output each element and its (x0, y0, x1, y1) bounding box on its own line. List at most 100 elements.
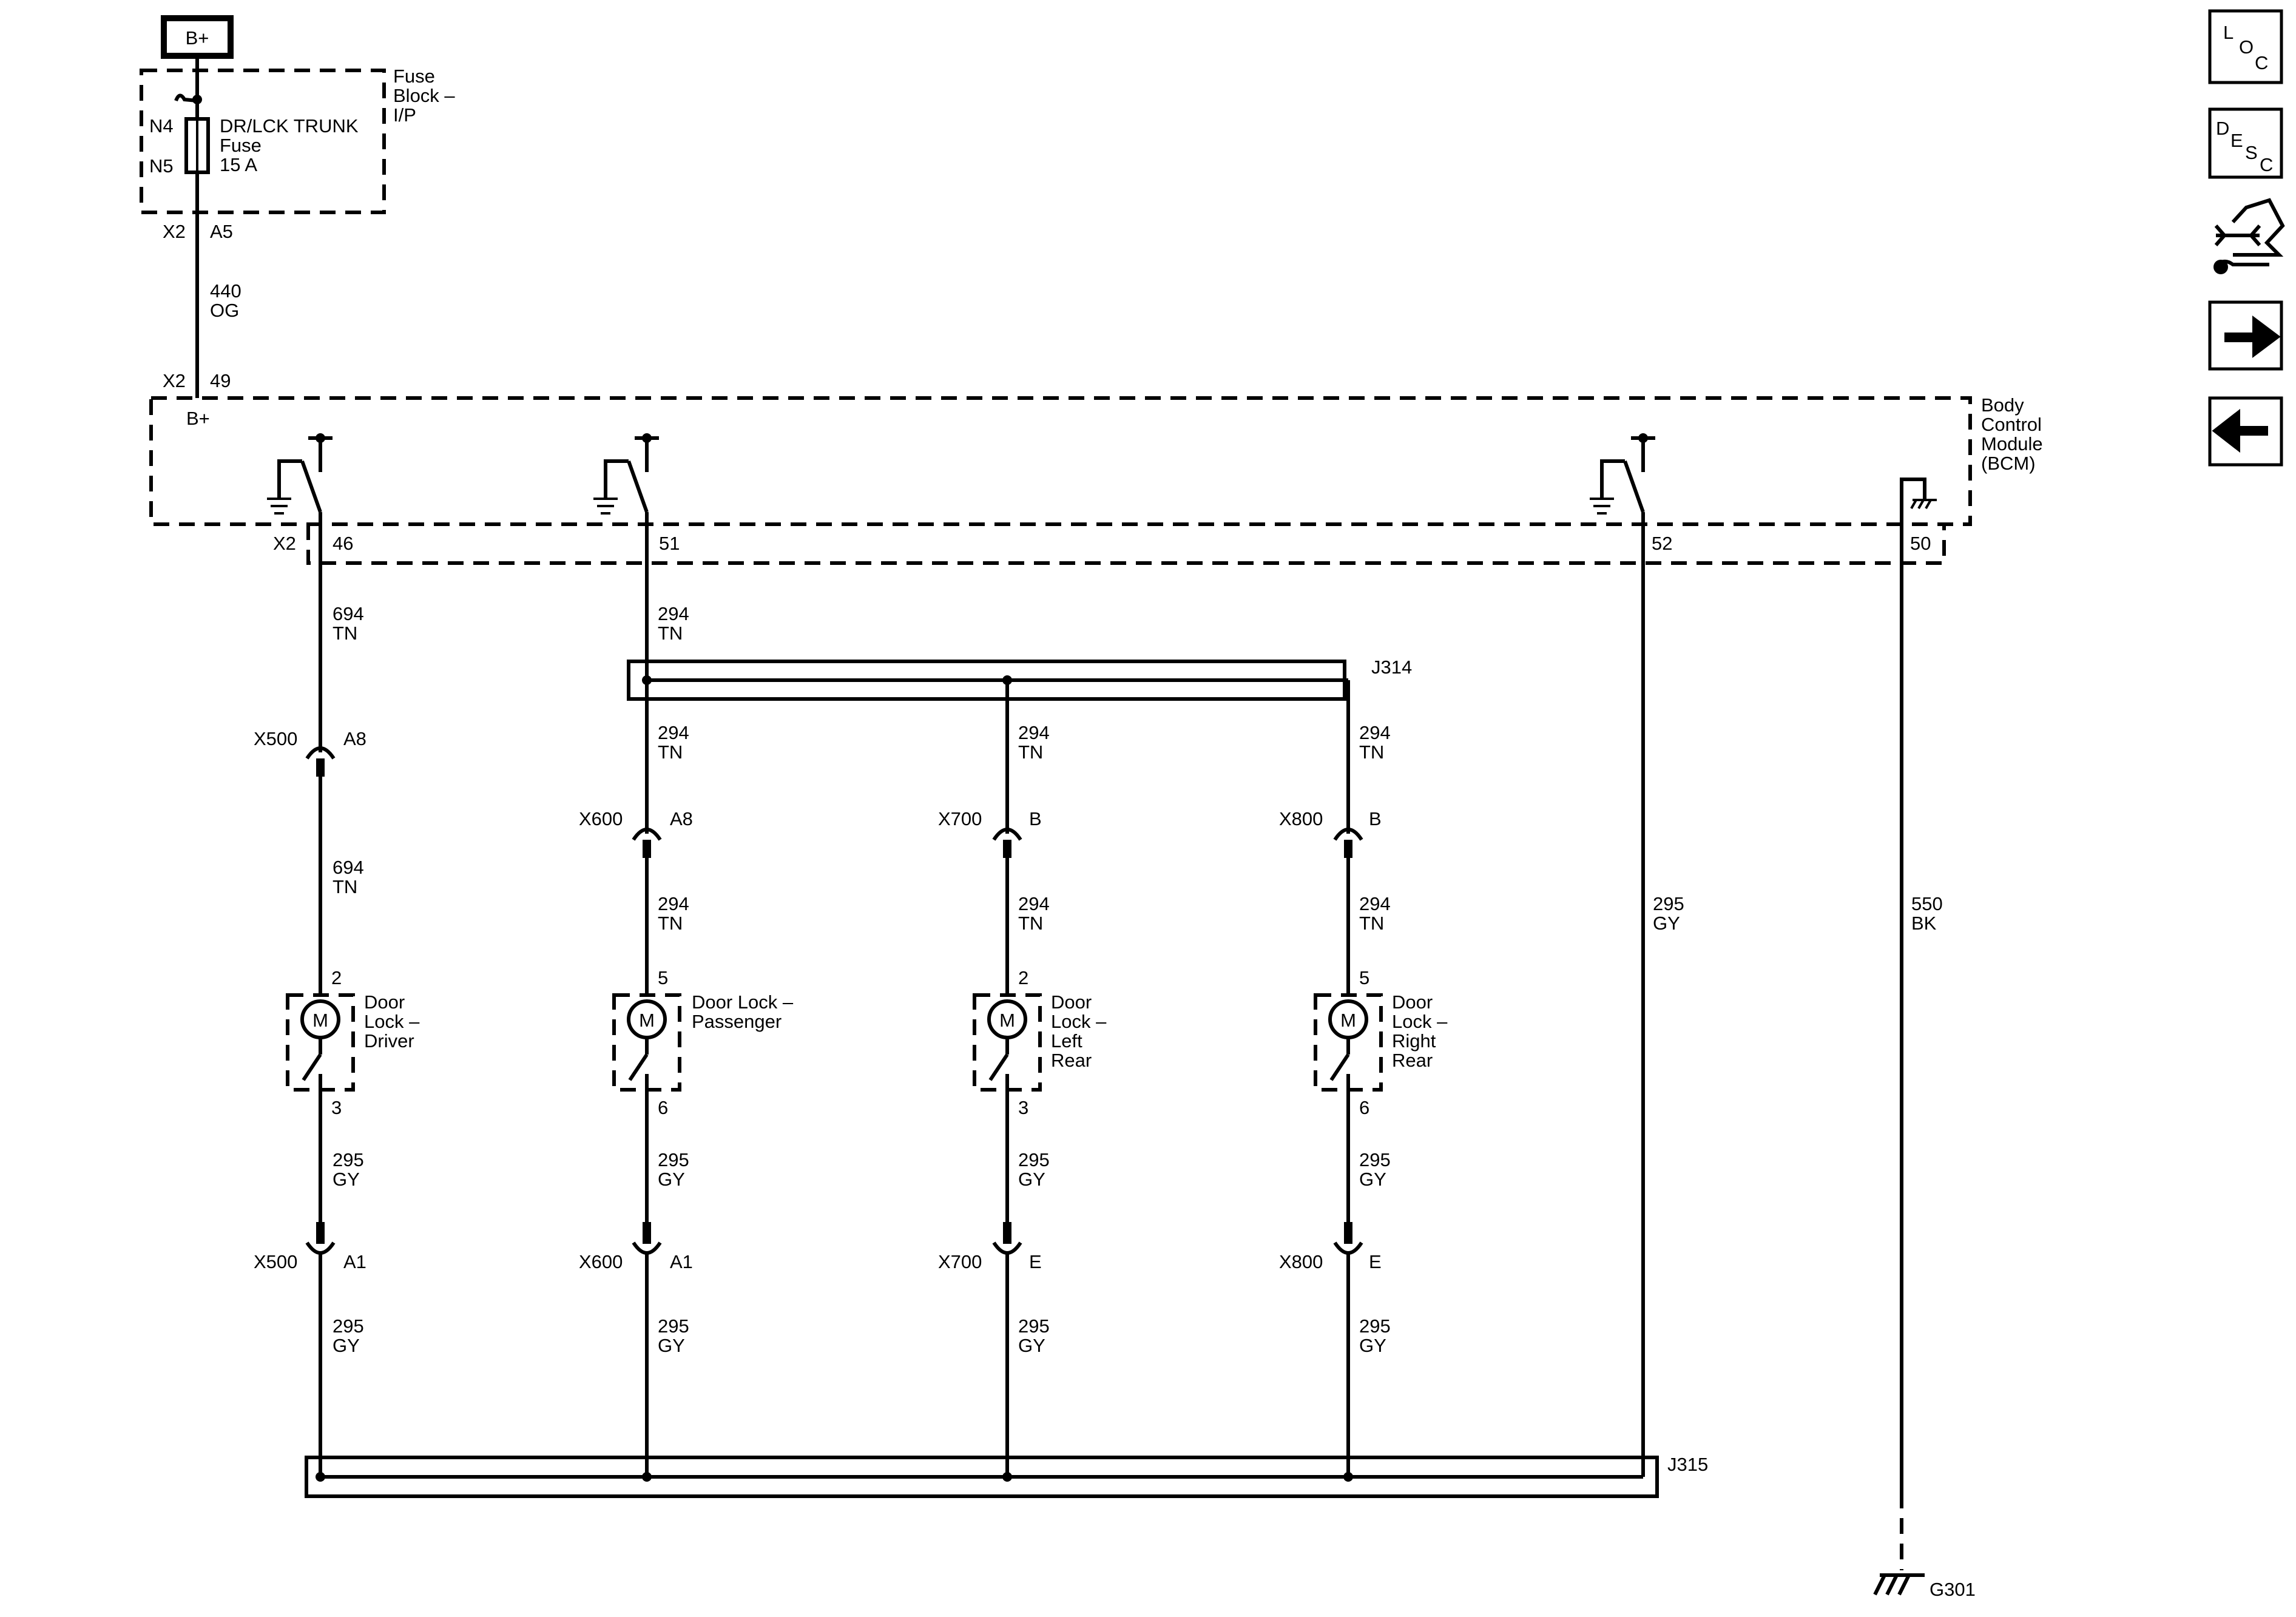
location-button[interactable]: L O C (2208, 9, 2283, 84)
next-page-button[interactable] (2208, 300, 2283, 371)
connector-label: X600 (579, 808, 623, 829)
wire-color: GY (658, 1335, 685, 1356)
bcm-pin-51: 51 (659, 533, 680, 554)
wire-color: TN (658, 623, 683, 644)
bcm-connector-boundary (306, 524, 1946, 565)
bcm-pin-52: 52 (1652, 533, 1672, 554)
bcm-boundary (149, 396, 1972, 526)
wire-circuit: 294 (1018, 893, 1050, 914)
connector-icon (632, 828, 662, 841)
bcm-pin-50: 50 (1910, 533, 1931, 554)
fuse-pin-out: N5 (149, 155, 174, 177)
bcm-lock-switch-passenger (593, 433, 659, 515)
door-lock-motor-left-rear: M Door Lock – Left Rear 3 (973, 991, 1107, 1118)
arrow-left-icon (2212, 408, 2268, 453)
motor-name-line: Door (1392, 991, 1433, 1013)
connector-pin: A1 (343, 1251, 366, 1272)
previous-page-button[interactable] (2208, 396, 2283, 467)
motor-name-line: Left (1051, 1030, 1082, 1052)
right-rear-circuit: 294 TN X800 B 294 TN 5 (1279, 680, 1391, 995)
connector-label: X500 (254, 728, 297, 749)
connector-icon (1333, 828, 1363, 841)
wire-color: TN (1359, 741, 1384, 763)
bcm-name-line-4: (BCM) (1981, 453, 2036, 474)
arrow-right-icon (2224, 316, 2281, 358)
connector-pin: A8 (670, 808, 693, 829)
connector-pin: A8 (343, 728, 366, 749)
connector-service-icon[interactable] (2213, 198, 2285, 274)
connector-label: X700 (938, 808, 982, 829)
connector-icon (992, 1241, 1022, 1255)
connector-pin: E (1369, 1251, 1382, 1272)
battery-power-source: B+ (161, 15, 234, 59)
motor-name-line: Lock – (1051, 1011, 1107, 1032)
loc-letter: O (2239, 36, 2254, 58)
motor-pin: 5 (658, 967, 668, 988)
bcm-pin-46: 46 (333, 533, 353, 554)
door-lock-motor-right-rear: M Door Lock – Right Rear 6 (1314, 991, 1448, 1118)
desc-letter: C (2260, 154, 2273, 175)
bcm-name-line-1: Body (1981, 394, 2024, 416)
connector-icon (305, 1241, 336, 1255)
wire-circuit: 294 (1359, 893, 1391, 914)
fuse-block-name-line-3: I/P (393, 104, 416, 126)
wire-color: TN (333, 876, 357, 897)
loc-letter: C (2255, 52, 2268, 73)
wire-circuit: 294 (1359, 722, 1391, 743)
ground-circuit: 550 BK G301 (1873, 524, 1976, 1600)
motor-pin: 2 (1018, 967, 1028, 988)
connector-label: X800 (1279, 1251, 1323, 1272)
fuse-name-line-2: Fuse (220, 135, 262, 156)
bcm-output-connector: X2 (273, 533, 296, 554)
passenger-return: 295 GY X600 A1 295 GY (579, 1090, 693, 1477)
wire-color: TN (658, 741, 683, 763)
connector-label: X800 (1279, 808, 1323, 829)
wire-circuit: 550 (1911, 893, 1943, 914)
motor-pin: 3 (1018, 1097, 1028, 1118)
wire-color: TN (658, 913, 683, 934)
motor-pin: 6 (1359, 1097, 1369, 1118)
bcm-unlock-return: 295 GY (1641, 512, 1684, 1477)
connector-icon (632, 1241, 662, 1255)
desc-letter: D (2216, 118, 2229, 139)
motor-symbol: M (639, 1010, 655, 1031)
connector-pin: B (1369, 808, 1382, 829)
motor-symbol: M (999, 1010, 1015, 1031)
wire-color: GY (1359, 1335, 1386, 1356)
bcm-input-connector: X2 (163, 370, 186, 391)
wire-color: GY (1653, 913, 1680, 934)
bcm-input-label: B+ (186, 408, 210, 429)
wire-circuit: 294 (658, 603, 689, 624)
motor-name-line: Lock – (364, 1011, 420, 1032)
wire-color: GY (333, 1169, 360, 1190)
left-rear-return: 295 GY X700 E 295 GY (938, 1090, 1050, 1477)
fuse-name-line-1: DR/LCK TRUNK (220, 115, 359, 137)
wire-color: TN (1018, 913, 1043, 934)
bcm-name-line-2: Control (1981, 414, 2042, 435)
bcm-lock-switch-driver (267, 433, 333, 515)
wire-color: BK (1911, 913, 1937, 934)
motor-name-line: Driver (364, 1030, 414, 1052)
ground-point-label: G301 (1930, 1579, 1976, 1600)
description-button[interactable]: D E S C (2208, 107, 2283, 179)
motor-name-line: Door (364, 991, 405, 1013)
motor-pin: 3 (331, 1097, 342, 1118)
feed-wire-color: OG (210, 300, 239, 321)
motor-name-line: Right (1392, 1030, 1436, 1052)
wire-color: TN (333, 623, 357, 644)
wire-color: GY (658, 1169, 685, 1190)
desc-letter: E (2230, 130, 2243, 151)
wire-circuit: 295 (658, 1315, 689, 1337)
motor-name-line: Door (1051, 991, 1092, 1013)
connector-label: X700 (938, 1251, 982, 1272)
wire-color: TN (1359, 913, 1384, 934)
wire-circuit: 295 (1359, 1149, 1391, 1170)
motor-name-line: Lock – (1392, 1011, 1448, 1032)
wire-circuit: 694 (333, 603, 364, 624)
fuse-block-pin: A5 (210, 221, 233, 242)
bcm-internal-ground (1900, 478, 1937, 524)
fuse-block-connector: X2 (163, 221, 186, 242)
wire-color: GY (1018, 1335, 1045, 1356)
motor-name-line: Rear (1051, 1050, 1092, 1071)
wire-circuit: 295 (1653, 893, 1684, 914)
